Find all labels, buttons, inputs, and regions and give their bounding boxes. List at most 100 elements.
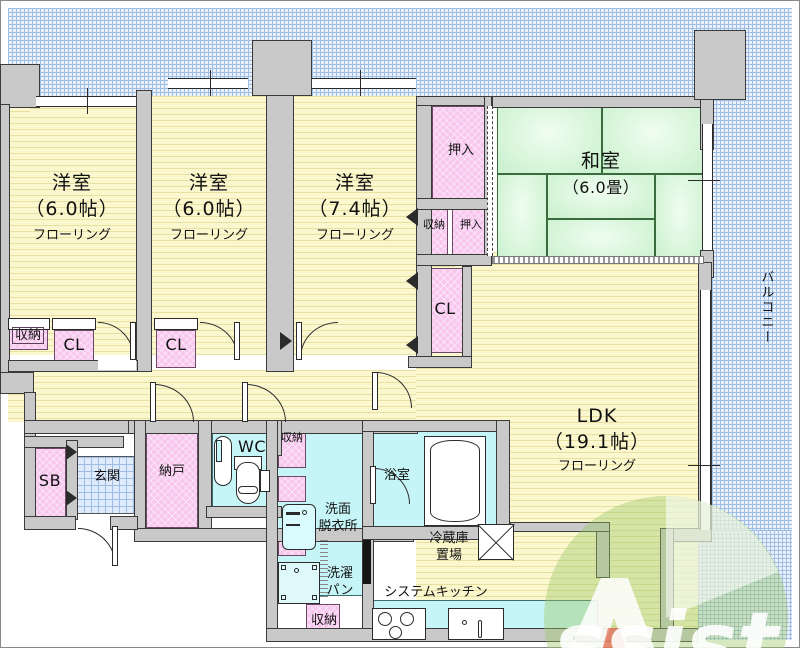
- label-bedroom-1-size: （6.0帖）: [25, 198, 119, 220]
- label-cl-room2: CL: [165, 335, 187, 354]
- laundry-drain: [294, 568, 299, 573]
- window-bedroom-2: [168, 78, 248, 89]
- wall-cl3-bottom: [408, 356, 472, 368]
- closet-shuno-left: [8, 326, 48, 350]
- door-leaf-bedroom-2: [234, 322, 240, 360]
- closet-fold-sb2: [66, 490, 77, 506]
- window-mark-5: [688, 465, 720, 466]
- window-mark-1: [87, 88, 88, 114]
- window-bedroom-3: [312, 78, 416, 89]
- closet-oshiire-mid: [452, 208, 490, 256]
- sink-faucet: [478, 620, 482, 638]
- window-mark-4: [688, 180, 720, 181]
- door-leaf-bedroom-1: [130, 322, 136, 360]
- washitsu-side-door: [487, 106, 493, 256]
- label-bedroom-2-name: 洋室: [188, 172, 229, 194]
- wall-top-right-block: [694, 30, 746, 100]
- tatami-mat-2: [602, 106, 705, 174]
- washbasin-bar: [286, 524, 300, 526]
- window-washitsu: [702, 124, 713, 250]
- toilet-paper-holder: [260, 470, 270, 492]
- opening-room1: [98, 356, 136, 370]
- floor-bedroom-1: [8, 105, 136, 355]
- wall-bath-right: [496, 420, 510, 538]
- label-shuno-mid: 収納: [423, 218, 445, 231]
- label-ldk-name: LDK: [576, 405, 618, 427]
- label-bedroom-1-floor: フローリング: [32, 228, 111, 243]
- wall-divider-3: [416, 96, 432, 366]
- closet-fold-sb1: [66, 444, 77, 460]
- washbasin: [282, 504, 316, 550]
- balcony-top: [8, 8, 792, 104]
- label-shuno-left-text: 収納: [11, 327, 44, 344]
- wall-left-exterior-2: [0, 372, 34, 394]
- door-leaf-hall-2: [242, 382, 248, 422]
- label-shuno-hall: 収納: [281, 431, 303, 444]
- label-okiba: 置場: [435, 548, 462, 563]
- label-senmen: 洗面: [324, 502, 351, 517]
- label-sb: SB: [38, 471, 62, 490]
- closet-fold-1: [406, 208, 418, 226]
- label-bedroom-3-name: 洋室: [334, 172, 375, 194]
- closet-nando: [146, 432, 198, 528]
- wall-top-left-stub: [0, 64, 40, 108]
- door-leaf-hall-3: [372, 372, 378, 410]
- tatami-mat-4: [547, 174, 655, 219]
- closet-fold-3: [406, 336, 418, 354]
- laundry-corner-3: [281, 595, 286, 600]
- wc-handbasin-rim: [216, 440, 222, 462]
- label-reizouko: 冷蔵庫: [429, 531, 469, 546]
- wall-divider-2: [266, 90, 294, 372]
- kitchen-sink: [448, 608, 504, 640]
- closet-cap-1: [8, 318, 50, 330]
- label-bedroom-1-name: 洋室: [51, 172, 92, 194]
- closet-oshiire-top: [432, 106, 490, 200]
- counter-edge: [363, 540, 371, 584]
- label-shuno-left: 収納: [8, 327, 48, 344]
- closet-cl-room2: [156, 330, 196, 368]
- label-cl-room1: CL: [63, 335, 85, 354]
- label-pan: パン: [326, 583, 354, 598]
- bathtub: [430, 440, 480, 522]
- closet-shuno-hall-2: [278, 476, 306, 502]
- label-ldk-size: （19.1帖）: [543, 431, 651, 453]
- closet-sb: [34, 448, 66, 520]
- laundry-corner-4: [312, 595, 317, 600]
- label-genkan: 玄関: [93, 469, 120, 484]
- opening-room2: [200, 356, 238, 370]
- closet-fold-4: [280, 332, 292, 350]
- counter-hatch: [320, 540, 328, 600]
- wall-closet-between: [416, 198, 492, 210]
- window-mark-3: [360, 70, 361, 96]
- laundry-corner-2: [312, 565, 317, 570]
- label-datsuijo: 脱衣所: [318, 519, 358, 534]
- wall-bath-top: [362, 420, 508, 432]
- label-oshiire-mid: 押入: [460, 218, 482, 231]
- label-washitsu-size: （6.0畳）: [562, 178, 640, 197]
- label-system-kitchen: システムキッチン: [384, 585, 488, 600]
- label-bedroom-3-size: （7.4帖）: [308, 198, 402, 220]
- label-wc: WC: [238, 437, 266, 456]
- window-mark-2: [210, 70, 211, 96]
- washbasin-faucet: [286, 512, 300, 515]
- label-bedroom-2-size: （6.0帖）: [162, 198, 256, 220]
- wall-genkan-bottom: [24, 516, 76, 530]
- tatami-mat-3: [497, 174, 547, 264]
- label-cl-room3: CL: [434, 299, 456, 318]
- laundry-corner-1: [281, 565, 286, 570]
- burner-3: [389, 626, 402, 639]
- label-nando: 納戸: [158, 464, 185, 479]
- wall-closet-top: [416, 96, 492, 106]
- door-leaf-bath: [370, 466, 376, 504]
- door-leaf-entrance: [112, 526, 118, 566]
- burner-2: [400, 612, 414, 626]
- label-bedroom-3-floor: フローリング: [315, 228, 394, 243]
- closet-cap-3: [154, 318, 198, 330]
- label-oshiire-top: 押入: [447, 143, 474, 158]
- wall-hall-bottom: [24, 420, 136, 434]
- label-bedroom-2-floor: フローリング: [169, 228, 248, 243]
- floor-bedroom-2: [152, 96, 266, 355]
- wall-wc-bottom: [206, 506, 282, 518]
- window-bedroom-1: [36, 96, 136, 107]
- wall-divider-1: [136, 90, 152, 372]
